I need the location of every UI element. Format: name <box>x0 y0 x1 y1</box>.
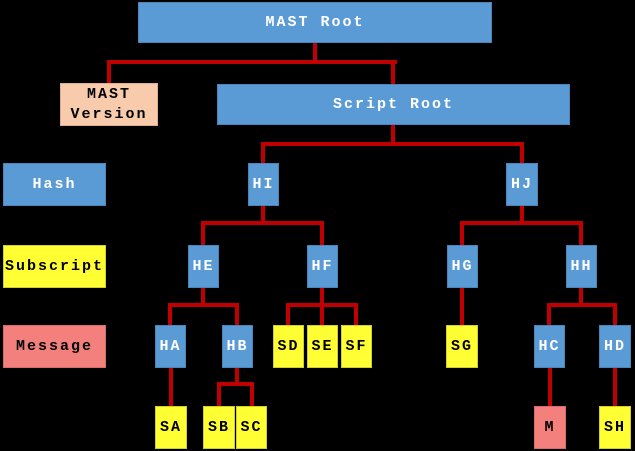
node-mast-root: MAST Root <box>138 2 492 43</box>
connector-line <box>460 221 464 245</box>
legend-subscript: Subscript <box>3 245 106 288</box>
node-sg: SG <box>446 325 478 368</box>
node-sd: SD <box>273 325 304 368</box>
node-sh: SH <box>599 406 631 449</box>
node-m: M <box>534 406 566 449</box>
connector-line <box>250 382 254 406</box>
connector-line <box>217 382 254 386</box>
connector-line <box>168 303 172 325</box>
legend-hash: Hash <box>3 163 106 206</box>
connector-line <box>520 206 524 225</box>
node-sf: SF <box>341 325 372 368</box>
connector-line <box>613 303 617 325</box>
node-he: HE <box>188 245 219 288</box>
mast-version-line1: MAST <box>86 86 131 103</box>
connector-line <box>217 382 221 406</box>
node-sb: SB <box>203 406 235 449</box>
node-hi: HI <box>248 163 279 206</box>
node-hh: HH <box>566 245 597 288</box>
mast-version-line2: Version <box>70 105 148 123</box>
connector-line <box>613 368 617 406</box>
connector-line <box>354 303 358 325</box>
connector-line <box>261 142 524 146</box>
node-sc: SC <box>236 406 267 449</box>
node-hd: HD <box>599 325 631 368</box>
connector-line <box>107 60 111 83</box>
connector-line <box>261 206 265 225</box>
connector-line <box>391 60 395 84</box>
connector-line <box>320 221 324 245</box>
connector-line <box>201 221 324 225</box>
connector-line <box>168 303 239 307</box>
node-hb: HB <box>222 325 253 368</box>
connector-line <box>286 303 290 325</box>
connector-line <box>201 221 205 245</box>
connector-line <box>520 142 524 163</box>
node-sa: SA <box>155 406 187 449</box>
node-hj: HJ <box>506 163 538 206</box>
connector-line <box>579 288 583 305</box>
connector-line <box>107 60 397 64</box>
connector-line <box>313 43 317 64</box>
connector-line <box>286 303 358 307</box>
node-hg: HG <box>447 245 478 288</box>
connector-line <box>261 142 265 163</box>
connector-line <box>460 221 583 225</box>
connector-line <box>547 303 617 307</box>
connector-line <box>547 303 551 325</box>
connector-line <box>391 125 395 146</box>
node-hc: HC <box>534 325 565 368</box>
node-hf: HF <box>307 245 338 288</box>
connector-line <box>235 303 239 325</box>
node-mast-version: MAST Version <box>60 83 158 126</box>
connector-line <box>169 368 173 406</box>
node-se: SE <box>307 325 338 368</box>
connector-line <box>548 368 552 406</box>
node-ha: HA <box>155 325 186 368</box>
connector-line <box>460 288 464 325</box>
node-script-root: Script Root <box>217 84 570 125</box>
legend-message: Message <box>3 325 106 368</box>
connector-line <box>201 288 205 305</box>
connector-line <box>235 368 239 384</box>
connector-line <box>579 221 583 245</box>
